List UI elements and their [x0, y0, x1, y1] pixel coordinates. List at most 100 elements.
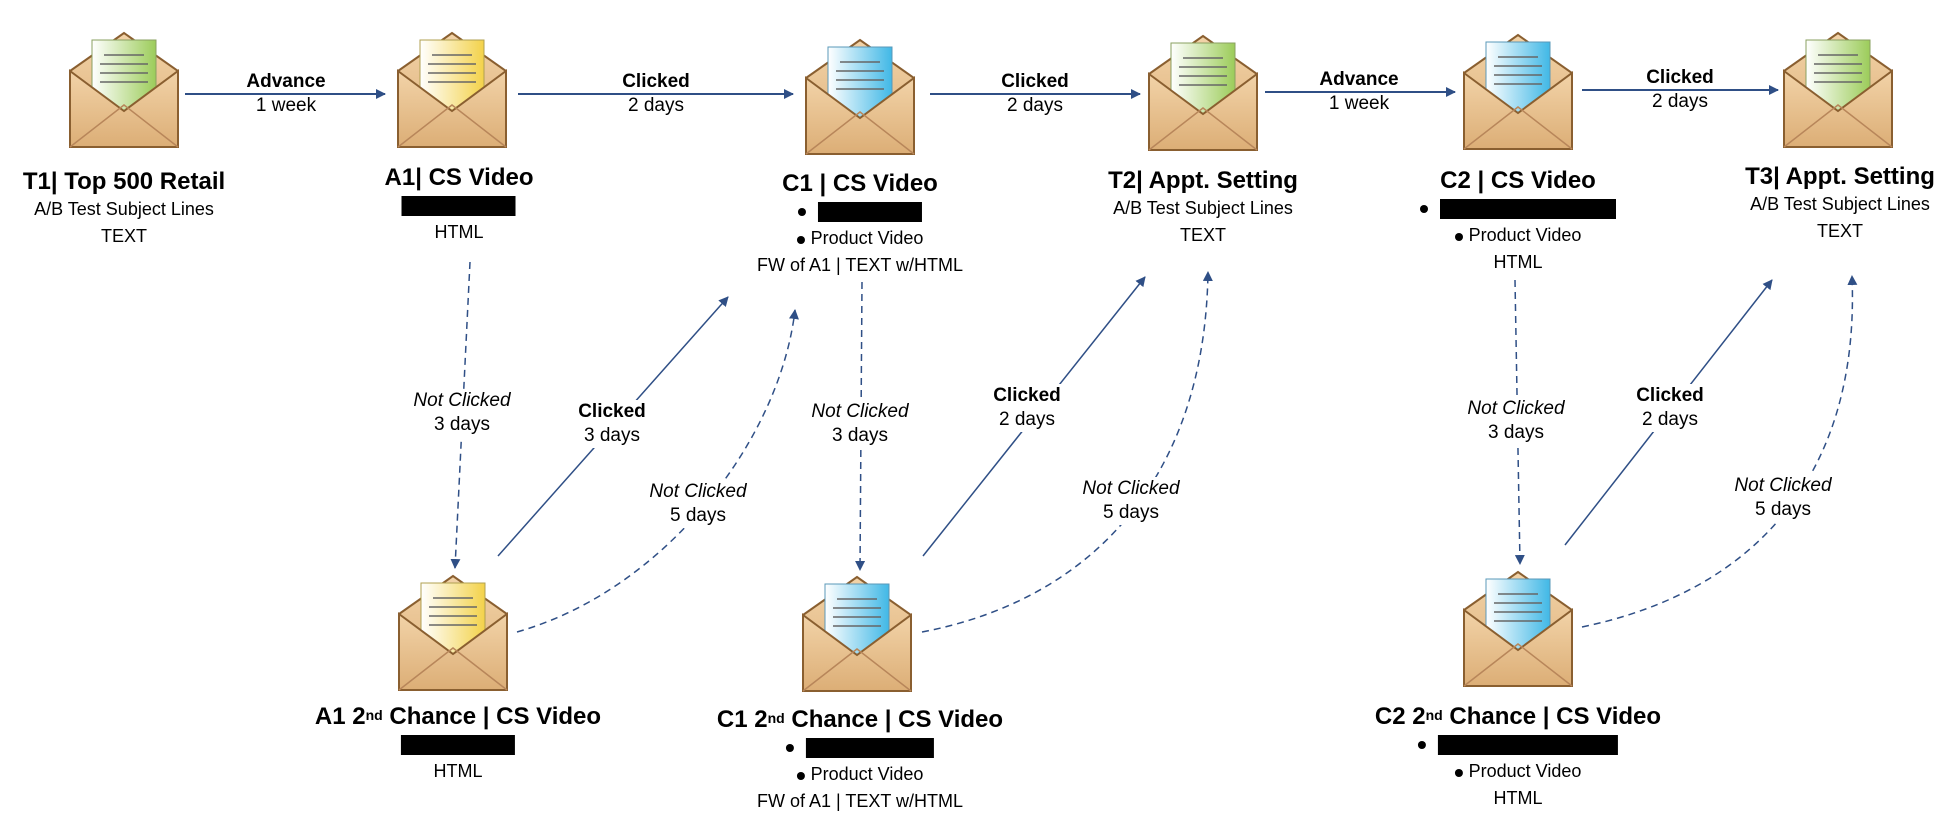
edge-condition: Not Clicked [413, 390, 511, 411]
envelopes [69, 31, 1893, 692]
edge-duration: 2 days [999, 409, 1055, 430]
edge-label-c1-t2: Clicked 2 days [1001, 70, 1069, 118]
edge-label-t1-a1: Advance 1 week [246, 70, 325, 118]
redaction-row [757, 198, 963, 225]
node-title: C2 | CS Video [1440, 167, 1596, 194]
redaction-row [315, 731, 601, 758]
edge-duration: 5 days [1755, 499, 1811, 520]
bullet [1454, 233, 1463, 241]
edge-label-t2-c2: Advance 1 week [1319, 68, 1398, 116]
node-format: HTML [1493, 252, 1543, 272]
redacted-text [1438, 734, 1618, 755]
node-format: HTML [433, 761, 483, 781]
edge-label-c1-2nd-t2-notclicked: Not Clicked 5 days [1082, 477, 1180, 525]
node-format: FW of A1 | TEXT w/HTML [756, 255, 964, 275]
node-c2-2nd: C2 2nd Chance | CS Video Product Video H… [1375, 703, 1661, 812]
envelope-icon-c1-2nd [802, 575, 912, 692]
redacted-text [1440, 198, 1616, 219]
edge-label-c2-2nd-t3-notclicked: Not Clicked 5 days [1734, 474, 1832, 522]
edge-label-c1-c1-2nd: Not Clicked 3 days [811, 400, 909, 448]
redaction-row [717, 734, 1003, 761]
edge-condition: Clicked [1001, 71, 1069, 92]
redacted-text [401, 195, 516, 216]
edge-condition: Clicked [993, 385, 1061, 406]
edge-label-c1-2nd-t2-clicked: Clicked 2 days [993, 384, 1061, 432]
node-title: T3| Appt. Setting [1745, 163, 1935, 190]
node-format: TEXT [1816, 221, 1863, 241]
bullet [796, 772, 805, 780]
redacted-text [401, 734, 515, 755]
node-title: C2 2nd Chance | CS Video [1374, 703, 1662, 730]
node-c1: C1 | CS Video Product Video FW of A1 | T… [757, 170, 963, 279]
node-subtitle: A/B Test Subject Lines [34, 199, 214, 219]
edge-duration: 5 days [1103, 502, 1159, 523]
node-t1: T1| Top 500 Retail A/B Test Subject Line… [23, 168, 225, 250]
envelope-icon-c2-2nd [1463, 570, 1573, 687]
node-t3: T3| Appt. Setting A/B Test Subject Lines… [1745, 163, 1935, 245]
envelope-icon-t3 [1783, 31, 1893, 148]
edge-label-a1-2nd-c1-clicked: Clicked 3 days [578, 400, 646, 448]
envelope-icon-c2 [1463, 33, 1573, 150]
edge-duration: 1 week [255, 95, 317, 116]
node-bullet-line: Product Video [1420, 222, 1616, 249]
node-format: TEXT [100, 226, 148, 246]
node-bullet-line: Product Video [1375, 758, 1661, 785]
redacted-text [806, 737, 934, 758]
envelope-icon-t1 [69, 31, 179, 148]
edge-duration: 2 days [1007, 95, 1063, 116]
edge-label-a1-a1-2nd: Not Clicked 3 days [413, 389, 511, 437]
redaction-row [1375, 731, 1661, 758]
edge-duration: 2 days [1652, 91, 1708, 112]
edge-label-a1-c1: Clicked 2 days [622, 70, 690, 118]
edge-duration: 5 days [670, 505, 726, 526]
edge-condition: Clicked [622, 71, 690, 92]
node-format: FW of A1 | TEXT w/HTML [756, 791, 964, 811]
redaction-row [385, 192, 534, 219]
edge-duration: 3 days [584, 425, 640, 446]
node-title: A1 2nd Chance | CS Video [314, 703, 602, 730]
bullet [1420, 204, 1428, 213]
envelope-icon-t2 [1148, 34, 1258, 151]
bullet [796, 236, 805, 244]
node-a1: A1| CS Video HTML [385, 164, 534, 246]
edge-condition: Clicked [578, 401, 646, 422]
bullet [786, 743, 794, 752]
envelope-icon-a1-2nd [398, 574, 508, 691]
edge-condition: Clicked [1646, 67, 1714, 88]
bullet [1418, 740, 1426, 749]
edge-a1-2nd-c1-notclicked [516, 309, 799, 633]
edge-condition: Not Clicked [649, 481, 747, 502]
node-format: TEXT [1179, 225, 1226, 245]
edge-duration: 3 days [832, 425, 888, 446]
edge-c2-2nd-t3-notclicked [1581, 275, 1858, 628]
edge-duration: 3 days [1488, 422, 1544, 443]
node-bullet-line: Product Video [757, 225, 963, 252]
edge-label-c2-c2-2nd: Not Clicked 3 days [1467, 397, 1565, 445]
envelope-icon-a1 [397, 31, 507, 148]
edge-label-c2-2nd-t3-clicked: Clicked 2 days [1636, 384, 1704, 432]
edge-a1-a1-2nd [450, 261, 471, 569]
bullet [798, 207, 806, 216]
node-c2: C2 | CS Video Product Video HTML [1420, 167, 1616, 276]
node-title: C1 2nd Chance | CS Video [716, 706, 1004, 733]
edge-condition: Not Clicked [1734, 475, 1832, 496]
node-title: T2| Appt. Setting [1108, 167, 1298, 194]
edge-label-a1-2nd-c1-notclicked: Not Clicked 5 days [649, 480, 747, 528]
node-c1-2nd: C1 2nd Chance | CS Video Product Video F… [717, 706, 1003, 815]
node-format: HTML [1493, 788, 1543, 808]
edge-c1-2nd-t2-notclicked [921, 271, 1213, 633]
node-t2: T2| Appt. Setting A/B Test Subject Lines… [1108, 167, 1298, 249]
node-a1-2nd: A1 2nd Chance | CS Video HTML [315, 703, 601, 785]
node-subtitle: A/B Test Subject Lines [1113, 198, 1293, 218]
envelope-icon-c1 [805, 38, 915, 155]
bullet [1454, 769, 1463, 777]
node-subtitle: Product Video [1468, 225, 1582, 245]
edge-duration: 3 days [434, 414, 490, 435]
node-subtitle: A/B Test Subject Lines [1750, 194, 1930, 214]
node-subtitle: Product Video [810, 228, 924, 248]
node-title: T1| Top 500 Retail [22, 168, 226, 195]
edge-condition: Not Clicked [811, 401, 909, 422]
node-format: HTML [434, 222, 484, 242]
edge-condition: Clicked [1636, 385, 1704, 406]
